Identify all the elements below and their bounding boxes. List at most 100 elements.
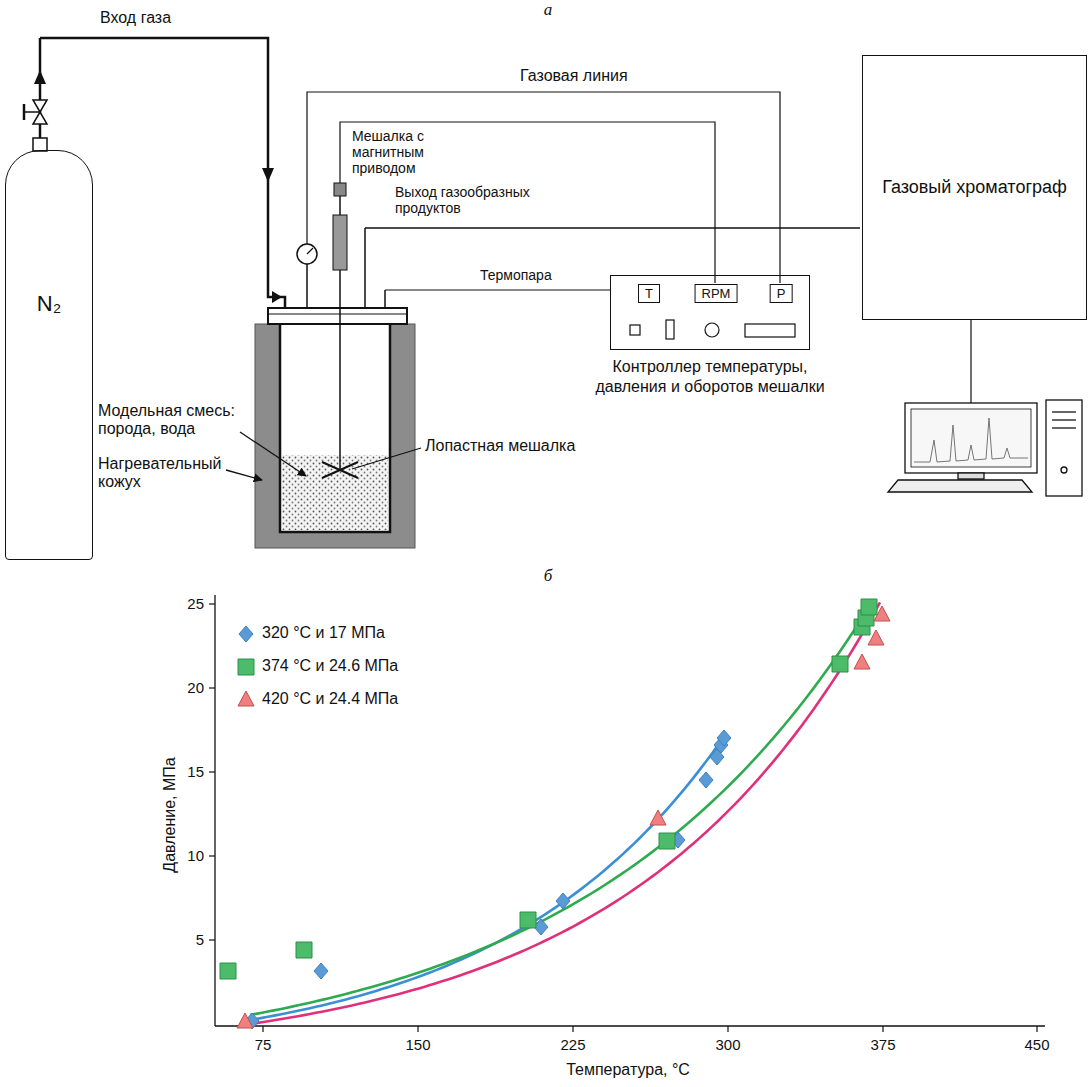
data-point bbox=[556, 893, 570, 909]
signal-lines bbox=[307, 92, 971, 403]
leader-arrows bbox=[226, 470, 262, 480]
gas-inlet-line bbox=[40, 38, 285, 308]
gas-inlet-line bbox=[34, 38, 285, 308]
computer-icon bbox=[888, 400, 1082, 496]
controller-controls bbox=[745, 324, 795, 337]
data-point bbox=[237, 1013, 253, 1028]
signal-lines bbox=[340, 122, 715, 283]
reactor bbox=[322, 462, 358, 478]
computer-icon bbox=[1052, 419, 1076, 420]
reactor bbox=[334, 183, 346, 196]
tick-label: 225 bbox=[560, 1036, 585, 1053]
legend-marker bbox=[239, 626, 253, 642]
axis-title: Температура, °C bbox=[566, 1061, 690, 1079]
legend-label: 320 °C и 17 МПа bbox=[262, 624, 385, 642]
pressure-temperature-chart bbox=[209, 687, 215, 688]
reactor bbox=[307, 248, 313, 254]
pressure-temperature-chart bbox=[209, 771, 215, 772]
computer-icon bbox=[888, 480, 1032, 492]
readout-box: T bbox=[638, 284, 660, 303]
leader-arrows bbox=[352, 448, 421, 469]
reactor bbox=[297, 244, 317, 264]
reactor bbox=[333, 215, 347, 270]
pressure-temperature-chart bbox=[209, 855, 215, 856]
data-point bbox=[520, 912, 536, 928]
reactor bbox=[280, 322, 390, 532]
pressure-temperature-chart bbox=[1036, 1026, 1037, 1032]
data-point bbox=[854, 654, 870, 669]
part-label: Лопастная мешалка bbox=[425, 437, 575, 455]
computer-icon bbox=[1046, 400, 1082, 496]
signal-lines bbox=[307, 92, 780, 283]
tick-label: 5 bbox=[196, 931, 204, 948]
gas-cylinder bbox=[33, 100, 47, 112]
tick-label: 375 bbox=[870, 1036, 895, 1053]
leader-arrows bbox=[226, 432, 421, 480]
part-label: Модельная смесь: порода, вода bbox=[98, 402, 248, 439]
tick-label: 150 bbox=[405, 1036, 430, 1053]
computer-icon bbox=[1061, 467, 1067, 473]
controller-box: Контроллер температуры, давления и оборо… bbox=[610, 275, 810, 350]
pressure-temperature-chart bbox=[209, 939, 215, 940]
reactor bbox=[322, 462, 358, 478]
signal-lines bbox=[385, 289, 610, 290]
pressure-temperature-chart bbox=[572, 1026, 573, 1032]
data-point bbox=[314, 963, 328, 979]
computer-icon bbox=[1052, 411, 1076, 412]
controller-controls bbox=[705, 323, 719, 337]
pressure-temperature-chart bbox=[882, 1026, 883, 1032]
pressure-temperature-chart bbox=[214, 595, 215, 1026]
pressure-temperature-chart bbox=[727, 1026, 728, 1032]
tick-label: 450 bbox=[1024, 1036, 1049, 1053]
part-label: Мешалка с магнитным приводом bbox=[352, 128, 448, 176]
signal-lines bbox=[365, 227, 860, 229]
tick-label: 10 bbox=[187, 847, 204, 864]
line-label: Выход газообразных продуктов bbox=[395, 184, 545, 216]
legend-marker bbox=[238, 691, 254, 706]
part-label: Нагревательный кожух bbox=[98, 455, 228, 492]
computer-icon bbox=[914, 418, 1028, 462]
data-point bbox=[650, 810, 666, 825]
data-point bbox=[861, 599, 877, 615]
reactor bbox=[268, 314, 407, 315]
tick-label: 75 bbox=[255, 1036, 272, 1053]
reactor bbox=[306, 264, 308, 308]
reactor bbox=[384, 290, 386, 308]
computer-icon bbox=[958, 473, 984, 479]
pressure-temperature-chart bbox=[209, 595, 1045, 1032]
tick-label: 15 bbox=[187, 763, 204, 780]
data-point bbox=[868, 630, 884, 645]
legend-label: 374 °C и 24.6 МПа bbox=[262, 657, 398, 675]
pressure-temperature-chart bbox=[250, 602, 880, 1024]
reactor bbox=[255, 183, 415, 548]
line-label: Вход газа bbox=[100, 9, 171, 27]
pressure-temperature-chart bbox=[262, 1026, 263, 1032]
pressure-temperature-chart bbox=[250, 609, 868, 1015]
tick-label: 25 bbox=[187, 595, 204, 612]
reactor bbox=[364, 228, 366, 308]
readout-label: T bbox=[645, 286, 653, 301]
panel-letter: б bbox=[544, 566, 553, 586]
data-point bbox=[699, 772, 713, 788]
controller-controls bbox=[630, 325, 640, 335]
reactor bbox=[339, 196, 341, 215]
pressure-temperature-chart bbox=[209, 603, 215, 604]
controller-controls bbox=[666, 320, 674, 339]
data-point bbox=[874, 606, 890, 621]
computer-icon bbox=[1052, 427, 1076, 428]
reactor bbox=[282, 455, 388, 530]
controller-controls bbox=[630, 320, 795, 339]
panel-letter: а bbox=[544, 0, 553, 20]
gas-cylinder bbox=[24, 38, 47, 151]
data-point bbox=[220, 963, 236, 979]
gas-cylinder-body: N₂ bbox=[5, 150, 93, 560]
readout-box: RPM bbox=[695, 284, 738, 303]
data-point bbox=[296, 942, 312, 958]
readout-box: P bbox=[770, 284, 793, 303]
chromatograph-box: Газовый хроматограф bbox=[862, 55, 1087, 320]
axis-title: Давление, МПа bbox=[161, 757, 179, 872]
computer-icon bbox=[905, 403, 1037, 473]
gas-cylinder bbox=[33, 112, 47, 124]
